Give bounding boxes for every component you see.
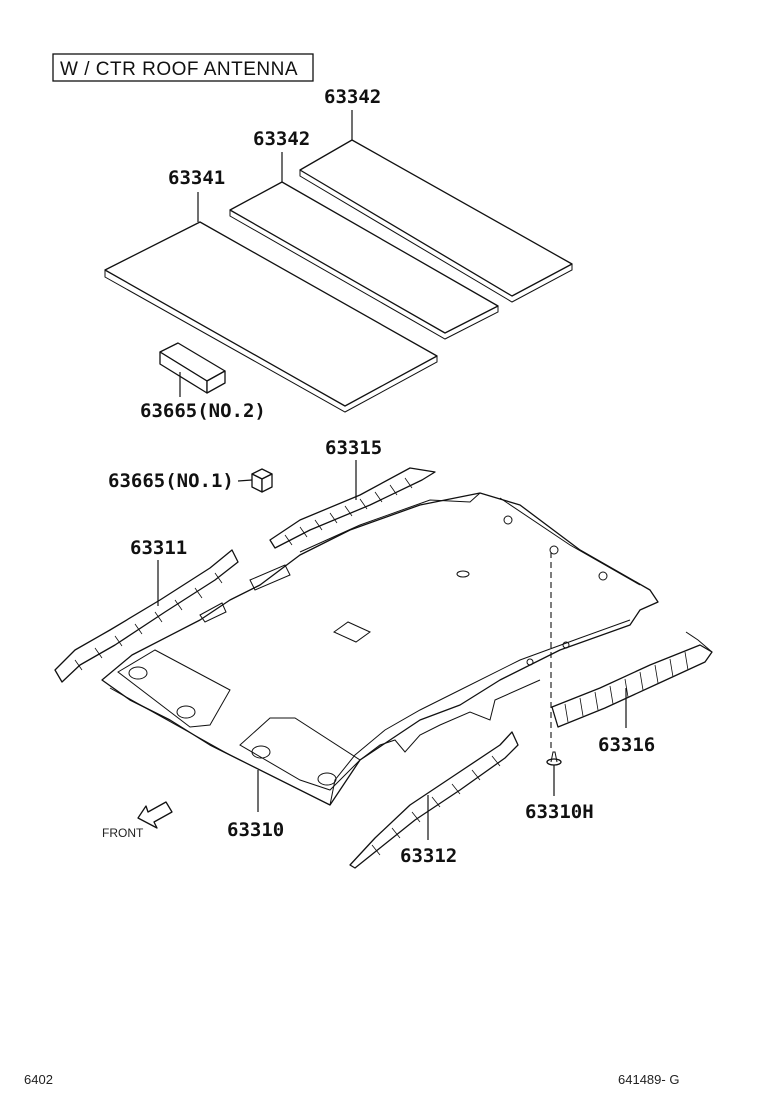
block-63665-no1 — [251, 468, 273, 493]
clip-63310h — [546, 751, 562, 766]
footer-left-code: 6402 — [24, 1072, 53, 1087]
label-63341: 63341 — [168, 167, 225, 189]
front-label: FRONT — [102, 826, 144, 840]
trim-63312 — [349, 731, 519, 869]
label-63310h: 63310H — [525, 801, 594, 823]
label-63342-middle: 63342 — [253, 128, 310, 150]
footer-right-code: 641489- G — [618, 1072, 679, 1087]
label-63311: 63311 — [130, 537, 187, 559]
condition-label: W / CTR ROOF ANTENNA — [60, 59, 298, 80]
panel-63341 — [104, 221, 438, 413]
label-63665-no1: 63665(NO.1) — [108, 470, 234, 492]
panel-63342-middle — [229, 181, 499, 340]
trim-63316 — [551, 631, 713, 728]
label-63665-no2: 63665(NO.2) — [140, 400, 266, 422]
leader-lines — [157, 110, 627, 840]
label-63310: 63310 — [227, 819, 284, 841]
front-arrow-icon — [137, 801, 173, 829]
headliner-63310 — [101, 492, 659, 806]
label-63312: 63312 — [400, 845, 457, 867]
condition-box: W / CTR ROOF ANTENNA — [52, 53, 314, 82]
block-63665-no2 — [159, 342, 226, 394]
label-63316: 63316 — [598, 734, 655, 756]
label-63342-rear: 63342 — [324, 86, 381, 108]
panel-63342-rear — [299, 139, 573, 303]
label-63315: 63315 — [325, 437, 382, 459]
trim-63315 — [269, 467, 436, 549]
trim-63311 — [54, 549, 239, 683]
